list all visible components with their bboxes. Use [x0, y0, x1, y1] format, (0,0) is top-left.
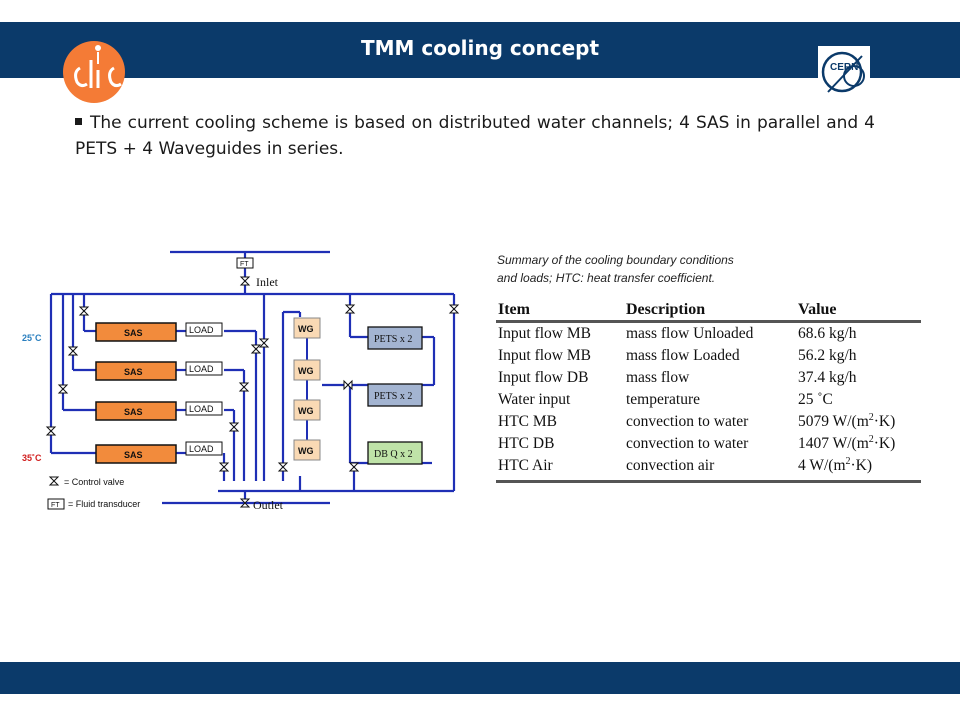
cell-item: HTC Air [496, 455, 624, 483]
value-sup: 2 [868, 434, 874, 446]
cell-value: 25 ˚C [798, 391, 833, 408]
wg-boxes: WG WG WG WG [293, 317, 321, 461]
bullet-text: The current cooling scheme is based on d… [75, 113, 875, 159]
caption-line-2: and loads; HTC: heat transfer coefficien… [497, 271, 716, 285]
cell-value: 4 W/(m2·K) [796, 455, 921, 483]
table-row: Input flow DB mass flow 37.4 kg/h [496, 367, 921, 389]
table-row: Input flow MB mass flow Unloaded 68.6 kg… [496, 322, 921, 346]
load-box-1: LOAD [189, 325, 214, 335]
cooling-schematic: FT Inlet Outlet 25˚C 35˚C SAS SAS SAS SA… [18, 235, 478, 535]
table-row: HTC Air convection air 4 W/(m2·K) [496, 455, 921, 483]
slide-title: TMM cooling concept [360, 36, 600, 60]
table-row: Input flow MB mass flow Loaded 56.2 kg/h [496, 345, 921, 367]
clic-logo [62, 38, 130, 111]
value-sup: 2 [845, 456, 851, 468]
sas-box-2: SAS [124, 367, 143, 377]
pets-box-1: PETS x 2 [374, 334, 412, 345]
table-row: HTC MB convection to water 5079 W/(m2·K) [496, 411, 921, 433]
cell-description: mass flow [626, 369, 690, 386]
caption-line-1: Summary of the cooling boundary conditio… [497, 253, 734, 267]
cell-value: 37.4 kg/h [798, 369, 857, 386]
cell-value: 1407 W/(m2·K) [796, 433, 921, 455]
header-bar: TMM cooling concept CERN [0, 22, 960, 103]
ft-label: FT [240, 261, 249, 268]
cell-description: convection to water [626, 435, 749, 452]
value-main: 1407 W/(m [798, 435, 869, 453]
temp-25-label: 25˚C [22, 333, 42, 343]
table-row: Water input temperature 25 ˚C [496, 389, 921, 411]
dbq-box: DB Q x 2 [374, 449, 413, 460]
pets-boxes: PETS x 2 PETS x 2 DB Q x 2 [367, 326, 423, 465]
cell-value: 68.6 kg/h [798, 325, 857, 342]
value-tail: ·K) [850, 457, 873, 475]
sas-box-3: SAS [124, 407, 143, 417]
sas-box-4: SAS [124, 450, 143, 460]
bullet-paragraph: The current cooling scheme is based on d… [75, 110, 875, 162]
pets-box-2: PETS x 2 [374, 391, 412, 402]
cell-value: 5079 W/(m2·K) [796, 411, 921, 433]
table-row: HTC DB convection to water 1407 W/(m2·K) [496, 433, 921, 455]
value-sup: 2 [868, 412, 874, 424]
boundary-conditions-table: Item Description Value Input flow MB mas… [496, 301, 921, 483]
cell-item: HTC DB [498, 435, 555, 452]
legend-ft: = Fluid transducer [68, 499, 140, 509]
cell-description: convection air [624, 455, 796, 483]
table-caption: Summary of the cooling boundary conditio… [497, 251, 797, 287]
cell-value: 56.2 kg/h [798, 347, 857, 364]
cell-item: Input flow MB [498, 325, 591, 342]
footer-bar [0, 662, 960, 694]
cell-item: Input flow DB [498, 369, 589, 386]
wg-box-2: WG [298, 366, 314, 376]
legend-ft-box: FT [51, 502, 60, 509]
inlet-label: Inlet [256, 275, 279, 289]
header-value: Value [796, 301, 921, 323]
table-header-row: Item Description Value [496, 301, 921, 323]
svg-text:CERN: CERN [830, 62, 858, 73]
control-valve-icons [45, 276, 460, 508]
value-tail: ·K) [873, 435, 896, 453]
cern-logo: CERN [818, 46, 870, 103]
load-box-2: LOAD [189, 364, 214, 374]
wg-box-1: WG [298, 324, 314, 334]
cell-description: mass flow Loaded [626, 347, 740, 364]
load-boxes: LOAD LOAD LOAD LOAD [185, 322, 223, 456]
load-box-4: LOAD [189, 444, 214, 454]
sas-boxes: SAS SAS SAS SAS [95, 322, 177, 464]
legend-valve: = Control valve [64, 477, 124, 487]
cell-item: Water input [498, 391, 571, 408]
value-tail: ·K) [873, 413, 896, 431]
value-main: 5079 W/(m [798, 413, 869, 431]
value-main: 4 W/(m [798, 457, 846, 475]
sas-box-1: SAS [124, 328, 143, 338]
wg-box-3: WG [298, 406, 314, 416]
cell-item: Input flow MB [498, 347, 591, 364]
cell-description: mass flow Unloaded [626, 325, 754, 342]
outlet-label: Outlet [253, 498, 284, 512]
header-description: Description [624, 301, 796, 323]
temp-35-label: 35˚C [22, 453, 42, 463]
cell-item: HTC MB [498, 413, 557, 430]
bullet-square-icon [75, 118, 82, 125]
cell-description: convection to water [626, 413, 749, 430]
cell-description: temperature [626, 391, 701, 408]
load-box-3: LOAD [189, 404, 214, 414]
header-item: Item [496, 301, 624, 323]
wg-box-4: WG [298, 446, 314, 456]
